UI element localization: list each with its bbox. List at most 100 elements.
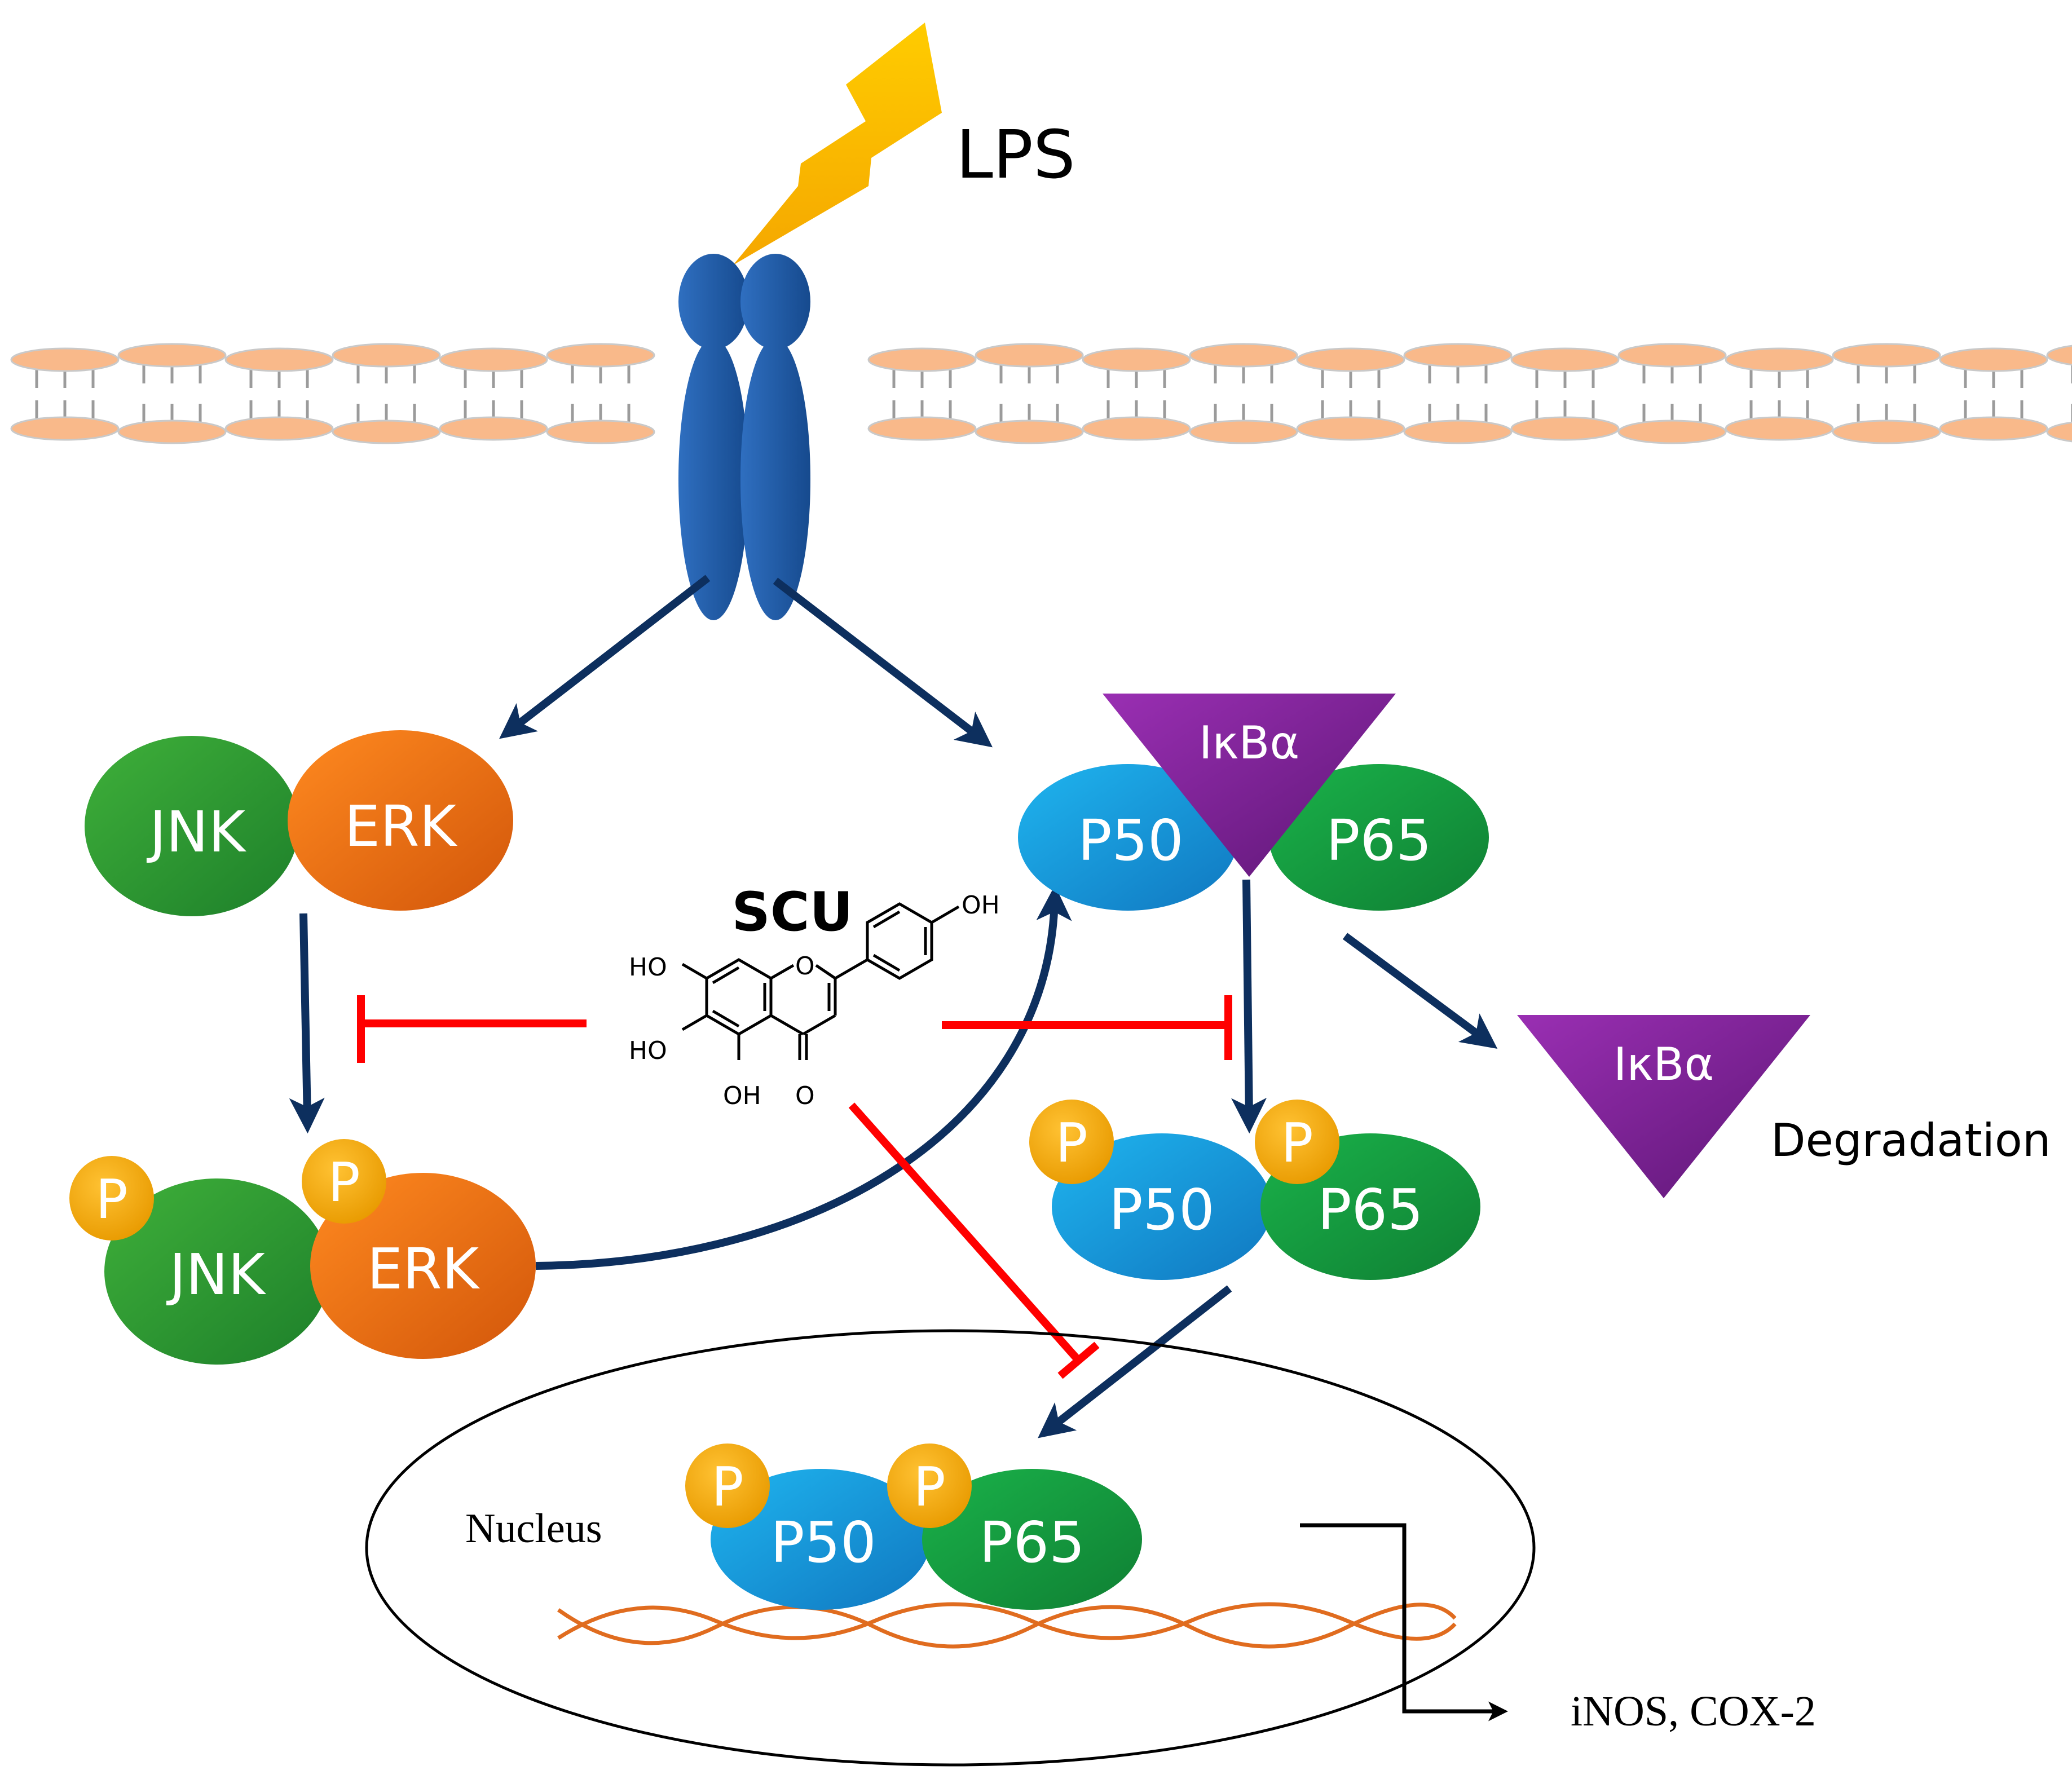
- ikba-label: IκBα: [1199, 717, 1299, 769]
- erk-protein: [288, 730, 513, 911]
- phospho-erk-icon: [302, 1139, 386, 1224]
- lipid-head: [1510, 416, 1620, 441]
- scutellarein-structure-icon: [681, 902, 960, 1060]
- lipid-head: [546, 420, 655, 444]
- lipid-head: [2046, 421, 2072, 443]
- cell-membrane: [10, 343, 2072, 444]
- nucleus-envelope: [365, 1329, 1536, 1767]
- lipid-head: [1082, 416, 1191, 441]
- scu-inhibition-nfkb-phosphorylation: [942, 995, 1232, 1060]
- scu-label: SCU: [731, 881, 853, 943]
- lipid-head: [10, 347, 120, 372]
- phospho-jnk-label: P: [95, 1169, 127, 1231]
- oh-bottom-label: OH: [723, 1081, 761, 1110]
- lipid-head: [1832, 420, 1941, 444]
- p50-protein: [1018, 764, 1238, 911]
- phospho-jnk-icon: [69, 1156, 154, 1241]
- lipid-head: [1617, 343, 1727, 368]
- ikba-inhibitor-icon: [1103, 694, 1396, 877]
- nuc-phospho-p50-label: P: [711, 1456, 743, 1518]
- phospho-erk-label: P: [328, 1152, 360, 1214]
- lipid-head: [867, 347, 977, 372]
- lipid-head: [117, 420, 227, 444]
- ring-o-label: O: [795, 952, 815, 981]
- arrow-nfkb-phosphorylation: [1231, 879, 1267, 1134]
- lipid-head: [2046, 345, 2072, 366]
- nuc-p65-protein: [922, 1469, 1142, 1610]
- dna-strand-icon: [557, 1602, 1457, 1649]
- jnk-protein: [85, 736, 299, 916]
- nuc-phospho-p50-icon: [685, 1443, 770, 1528]
- p-jnk-label: JNK: [166, 1242, 266, 1308]
- scu-inhibition-translocation: [848, 1102, 1100, 1379]
- arrow-receptor-to-mapk: [499, 575, 711, 739]
- phospho-p50-icon: [1029, 1100, 1114, 1184]
- lipid-head: [332, 343, 441, 368]
- nuc-p65-label: P65: [979, 1509, 1085, 1575]
- lipid-head: [1725, 347, 1834, 372]
- nuc-phospho-p65-icon: [887, 1443, 972, 1528]
- p65-label: P65: [1326, 807, 1432, 873]
- phospho-p65-label: P: [1281, 1113, 1313, 1175]
- lipid-head: [1939, 347, 2048, 372]
- nfkb-ikba-complex: P50 P65 IκBα: [1018, 694, 1489, 911]
- arrow-ikba-degradation: [1342, 933, 1498, 1049]
- lipid-head: [1403, 343, 1513, 368]
- p-p50-protein: [1052, 1133, 1272, 1280]
- lipid-head: [1403, 420, 1513, 444]
- lipid-head: [1189, 420, 1298, 444]
- p-jnk-protein: [104, 1178, 330, 1365]
- ho-upper-label: HO: [629, 953, 667, 982]
- nuclear-nfkb-complex: P50 P65 P P: [685, 1443, 1142, 1610]
- lipid-head: [1939, 416, 2048, 441]
- arrow-receptor-to-nfkb: [773, 577, 993, 748]
- phospho-p50-label: P: [1055, 1113, 1087, 1175]
- degraded-ikba-icon: [1517, 1015, 1810, 1198]
- lipid-head: [1510, 347, 1620, 372]
- scu-inhibition-mapk: [357, 995, 587, 1063]
- structure-labels: OH HO HO OH O O: [629, 891, 1000, 1110]
- products-label: iNOS, COX-2: [1571, 1688, 1816, 1735]
- lipid-head: [10, 416, 120, 441]
- lipid-head: [439, 347, 548, 372]
- degraded-ikba-label: IκBα: [1613, 1038, 1714, 1091]
- lipid-head: [975, 420, 1084, 444]
- p50-label: P50: [1078, 807, 1184, 873]
- arrow-mapk-phosphorylation: [289, 913, 325, 1134]
- lipid-head: [439, 416, 548, 441]
- receptor-icon: [678, 254, 810, 620]
- lipid-head: [332, 420, 441, 444]
- lps-bolt-icon: [733, 23, 942, 265]
- lipid-head: [1296, 416, 1405, 441]
- lps-label: LPS: [956, 116, 1075, 193]
- lipid-head: [1189, 343, 1298, 368]
- oh-top-label: OH: [962, 891, 1000, 920]
- lipid-head: [1725, 416, 1834, 441]
- gene-expression-arrow: [1300, 1523, 1508, 1721]
- jnk-label: JNK: [146, 799, 246, 865]
- lipid-head: [1296, 347, 1405, 372]
- ho-lower-label: HO: [629, 1036, 667, 1065]
- lipid-head: [1832, 343, 1941, 368]
- lipid-head: [224, 416, 334, 441]
- degradation-label: Degradation: [1771, 1114, 2051, 1167]
- arrow-erk-to-nfkb: [535, 885, 1072, 1270]
- lipid-head: [117, 343, 227, 368]
- nucleus-label: Nucleus: [465, 1506, 602, 1552]
- p-erk-protein: [310, 1173, 536, 1359]
- lipid-head: [224, 347, 334, 372]
- p-p50-label: P50: [1109, 1177, 1215, 1243]
- nuc-phospho-p65-label: P: [913, 1456, 945, 1518]
- phospho-p65-icon: [1255, 1100, 1339, 1184]
- lipid-head: [1617, 420, 1727, 444]
- lipid-head: [867, 416, 977, 441]
- p-erk-label: ERK: [367, 1236, 480, 1302]
- phospho-nfkb-complex: P50 P65 P P: [1029, 1100, 1480, 1280]
- erk-label: ERK: [345, 793, 458, 859]
- lipid-head: [975, 343, 1084, 368]
- phospho-jnk-erk-complex: JNK ERK P P: [69, 1139, 536, 1365]
- jnk-erk-complex: JNK ERK: [85, 730, 513, 916]
- nuc-p50-label: P50: [770, 1509, 876, 1575]
- lipid-head: [1082, 347, 1191, 372]
